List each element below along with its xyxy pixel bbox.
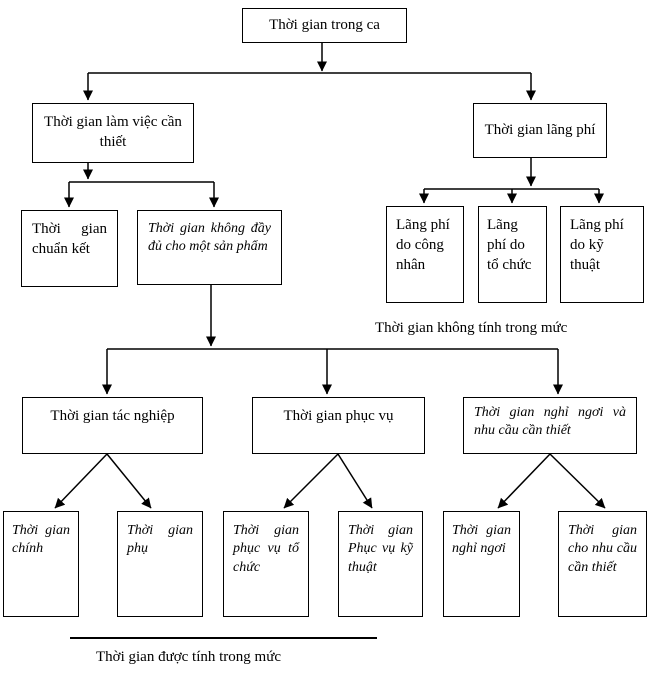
node-waste-technical: Lãng phí do kỹ thuật [560, 206, 644, 303]
node-setup-time: Thời gian chuẩn kết [21, 210, 118, 287]
node-auxiliary-time: Thời gian phụ [117, 511, 203, 617]
label-time-not-counted: Thời gian không tính trong mức [375, 320, 568, 336]
node-rest-needs-time: Thời gian nghỉ ngơi và nhu cầu cần thiết [463, 397, 637, 454]
node-main-time: Thời gian chính [3, 511, 79, 617]
node-personal-needs-time: Thời gian cho nhu cầu cần thiết [558, 511, 647, 617]
node-rest-time: Thời gian nghỉ ngơi [443, 511, 520, 617]
connector-to-personal-needs-time [549, 453, 606, 509]
connector-to-main-time [54, 453, 108, 509]
connector-to-auxiliary-time [106, 453, 152, 509]
label-time-counted: Thời gian được tính trong mức [96, 649, 282, 665]
node-wasted-time: Thời gian lãng phí [473, 103, 607, 158]
connector-to-tech-service-time [337, 453, 373, 509]
connector-to-org-service-time [283, 453, 339, 509]
node-tech-service-time: Thời gian Phục vụ kỹ thuật [338, 511, 423, 617]
connector-to-rest-time [497, 453, 551, 509]
node-operational-time: Thời gian tác nghiệp [22, 397, 203, 454]
node-service-time: Thời gian phục vụ [252, 397, 425, 454]
node-root: Thời gian trong ca [242, 8, 407, 43]
node-working-time: Thời gian làm việc cần thiết [32, 103, 194, 163]
node-org-service-time: Thời gian phục vụ tổ chức [223, 511, 309, 617]
node-waste-organization: Lãng phí do tổ chức [478, 206, 547, 303]
node-incomplete-product-time: Thời gian không đầy đủ cho một sản phẩm [137, 210, 282, 285]
node-waste-worker: Lãng phí do công nhân [386, 206, 464, 303]
